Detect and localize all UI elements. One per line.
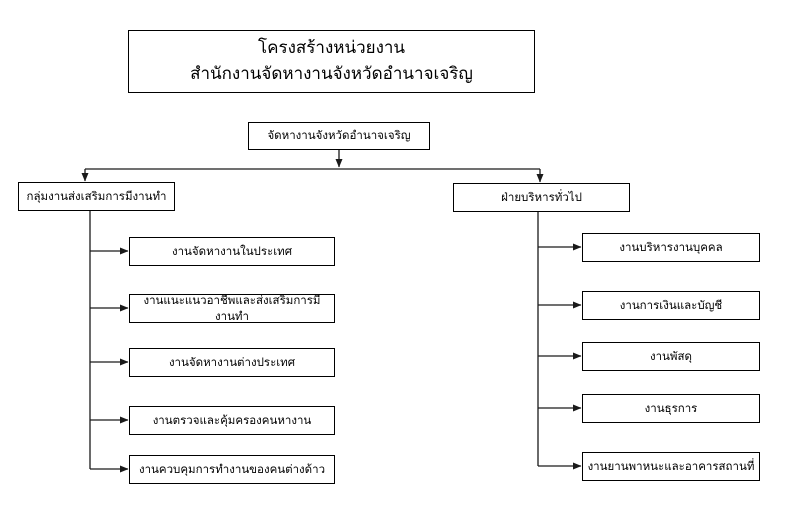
left-child-box-4: งานตรวจและคุ้มครองคนหางาน — [129, 406, 335, 435]
chart-title-line1: โครงสร้างหน่วยงาน — [257, 38, 406, 59]
chart-title-box: โครงสร้างหน่วยงาน สำนักงานจัดหางานจังหวั… — [128, 30, 535, 93]
right-child-box-4: งานธุรการ — [582, 394, 760, 423]
left-child-box-1: งานจัดหางานในประเทศ — [129, 237, 335, 266]
right-child-box-1: งานบริหารงานบุคคล — [582, 233, 760, 262]
left-child-box-2: งานแนะแนวอาชีพและส่งเสริมการมีงานทำ — [129, 293, 335, 323]
right-child-box-5: งานยานพาหนะและอาคารสถานที่ — [582, 452, 760, 481]
right-branch-box: ฝ่ายบริหารทั่วไป — [453, 183, 630, 212]
chart-title-line2: สำนักงานจัดหางานจังหวัดอำนาจเจริญ — [190, 64, 473, 84]
right-child-box-3: งานพัสดุ — [582, 342, 760, 371]
root-node-box: จัดหางานจังหวัดอำนาจเจริญ — [248, 122, 430, 150]
left-child-box-5: งานควบคุมการทำงานของคนต่างด้าว — [129, 455, 335, 484]
left-branch-box: กลุ่มงานส่งเสริมการมีงานทำ — [18, 182, 175, 211]
left-child-box-3: งานจัดหางานต่างประเทศ — [129, 348, 335, 377]
right-child-box-2: งานการเงินและบัญชี — [582, 291, 760, 320]
